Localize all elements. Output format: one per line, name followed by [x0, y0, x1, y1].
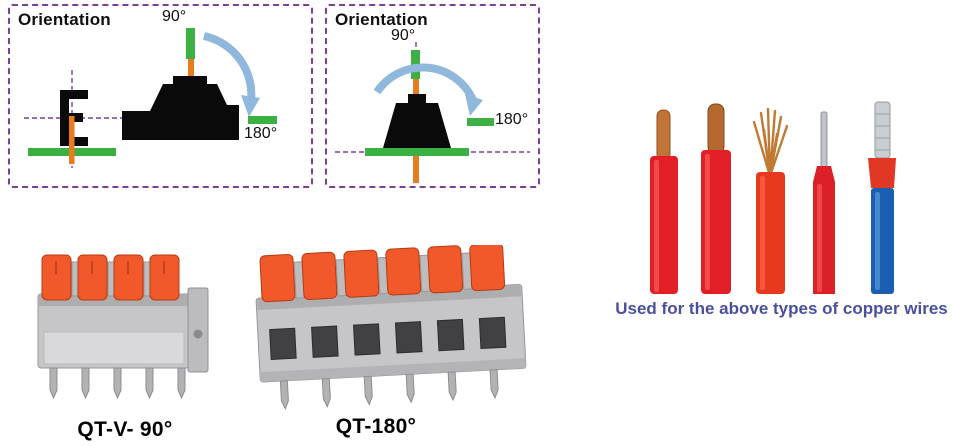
solder-pins — [279, 369, 499, 411]
angle-label-90-left: 90° — [162, 8, 187, 25]
wire-position-180 — [248, 116, 277, 124]
rotation-arc — [373, 63, 477, 102]
wire-position-180 — [467, 118, 494, 126]
arc-arrowhead-icon — [465, 94, 483, 116]
orientation-panel-left: Orientation 90° 180° — [8, 4, 313, 188]
arc-arrowhead-icon — [241, 95, 260, 117]
orange-levers — [259, 245, 506, 303]
wire-solid-copper — [650, 109, 678, 294]
product-label-qt-v-90: QT-V- 90° — [77, 418, 173, 441]
wires-caption: Used for the above types of copper wires — [615, 299, 948, 318]
angle-label-180-left: 180° — [244, 125, 278, 142]
solder-pins — [49, 367, 186, 400]
wire-orange-vertical — [413, 156, 419, 183]
orientation-panel-right: Orientation 90° 180° — [325, 4, 540, 188]
product-photo-qt-v-90 — [30, 252, 215, 404]
wire-ferrule — [868, 101, 896, 294]
wire-position-90 — [186, 28, 195, 59]
orientation-title-right: Orientation — [335, 10, 428, 29]
wire-thick-copper — [701, 103, 731, 294]
connector-end-view — [24, 70, 122, 168]
connector-silhouette — [383, 94, 451, 148]
orientation-diagram-right — [335, 42, 530, 184]
wire-stranded-copper — [752, 107, 789, 294]
wire-stub-orange — [188, 59, 194, 78]
terminal-block-90-graphic — [37, 254, 209, 400]
orientation-diagram-left — [24, 28, 277, 168]
connector-side-view — [122, 28, 277, 140]
orientation-title-left: Orientation — [18, 10, 111, 29]
wire-entry-holes — [269, 316, 507, 361]
wire-stub-orange — [413, 79, 419, 96]
angle-label-90-right: 90° — [391, 27, 416, 44]
angle-label-180-right: 180° — [495, 111, 529, 128]
mount-rail-green — [365, 148, 469, 156]
wire-orange-vertical — [69, 116, 75, 164]
rotation-arc — [203, 32, 256, 102]
product-label-qt-180: QT-180° — [335, 415, 417, 438]
terminal-block-180-graphic — [255, 245, 527, 411]
orange-levers — [41, 254, 180, 301]
product-photo-qt-180 — [248, 245, 543, 420]
lever-slots — [55, 261, 165, 274]
connector-silhouette — [122, 76, 239, 140]
wire-crimp-pin — [813, 111, 835, 294]
copper-wire-types-photo — [618, 96, 953, 296]
wire-types-graphic — [650, 101, 896, 294]
